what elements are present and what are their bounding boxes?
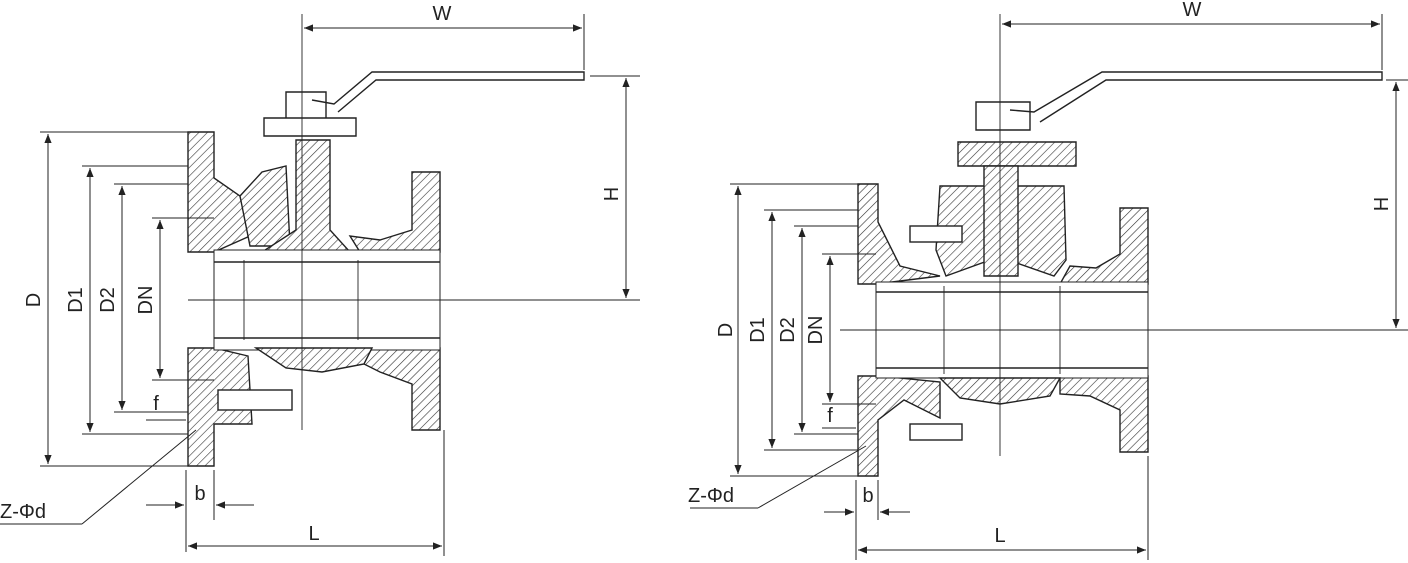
left-outlet-flange-bottom bbox=[355, 347, 441, 431]
left-valve-view: W H D D1 D2 DN f Z-Φd bbox=[0, 3, 640, 556]
left-inlet-flange-top bbox=[187, 131, 251, 253]
left-lever-handle bbox=[311, 71, 585, 113]
right-label-zd: Z-Φd bbox=[688, 485, 734, 507]
right-gland bbox=[957, 141, 1077, 167]
left-label-b: b bbox=[194, 483, 205, 505]
right-outlet-flange-top bbox=[1058, 207, 1149, 285]
left-label-zd: Z-Φd bbox=[0, 501, 46, 523]
right-label-h: H bbox=[1371, 197, 1393, 211]
right-body-upper-right bbox=[1013, 185, 1067, 277]
left-label-d1: D1 bbox=[65, 287, 87, 313]
right-label-d1: D1 bbox=[747, 317, 769, 343]
left-label-w: W bbox=[433, 3, 452, 25]
left-body-upper bbox=[239, 165, 291, 247]
left-bottom-bolt bbox=[217, 389, 293, 411]
left-label-d2: D2 bbox=[97, 287, 119, 313]
right-label-dn: DN bbox=[805, 316, 827, 345]
left-label-d: D bbox=[23, 293, 45, 307]
right-valve-view: W H D D1 D2 DN f Z-Φd b bbox=[688, 0, 1408, 560]
right-label-b: b bbox=[862, 485, 873, 507]
right-label-f: f bbox=[827, 405, 833, 427]
right-stem-top bbox=[975, 101, 1031, 131]
right-top-bolt bbox=[909, 225, 963, 243]
right-label-w: W bbox=[1183, 0, 1202, 21]
right-lever-handle bbox=[1009, 71, 1383, 123]
right-inlet-flange-top bbox=[857, 183, 941, 285]
left-label-f: f bbox=[153, 393, 159, 415]
left-gland bbox=[263, 117, 357, 137]
right-label-d2: D2 bbox=[777, 317, 799, 343]
right-stem bbox=[983, 165, 1019, 277]
left-stem-top bbox=[285, 91, 327, 121]
left-label-h: H bbox=[601, 187, 623, 201]
left-ball-lower bbox=[253, 347, 374, 373]
left-label-l: L bbox=[308, 523, 319, 545]
left-label-dn: DN bbox=[135, 286, 157, 315]
left-outlet-flange-top bbox=[348, 171, 441, 253]
right-label-d: D bbox=[715, 323, 737, 337]
right-label-l: L bbox=[994, 525, 1005, 547]
right-bottom-bolt bbox=[909, 423, 963, 441]
right-outlet-flange-bottom bbox=[1059, 375, 1149, 453]
